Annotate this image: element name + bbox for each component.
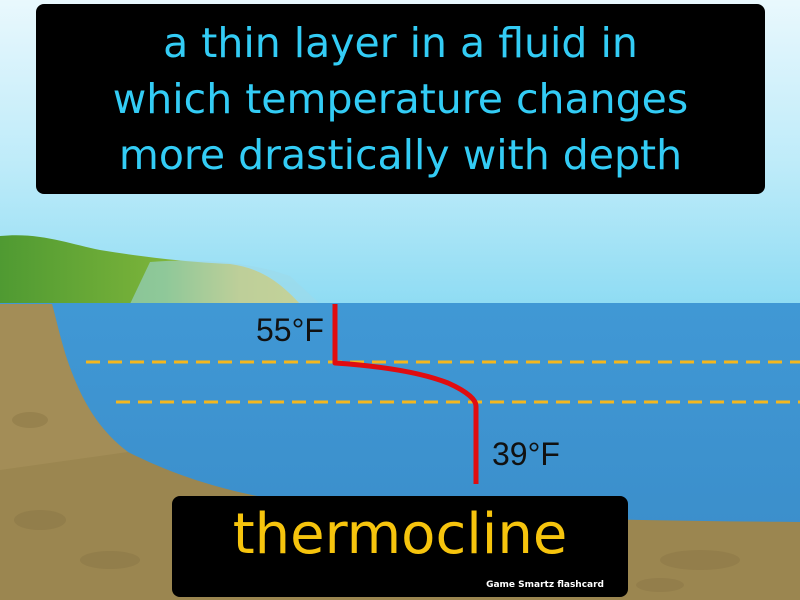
definition-line: more drastically with depth bbox=[118, 131, 683, 179]
definition-box: a thin layer in a fluid in which tempera… bbox=[36, 4, 765, 194]
term-title: thermocline bbox=[232, 502, 568, 567]
distant-shore-shadow bbox=[130, 260, 320, 304]
rock-texture bbox=[80, 551, 140, 569]
definition-line: which temperature changes bbox=[112, 75, 689, 123]
definition-line: a thin layer in a fluid in bbox=[163, 19, 638, 67]
credit-text: Game Smartz flashcard bbox=[486, 580, 604, 590]
rock-texture bbox=[636, 578, 684, 592]
rock-texture bbox=[14, 510, 66, 530]
term-box: thermocline Game Smartz flashcard bbox=[172, 496, 628, 597]
rock-texture bbox=[660, 550, 740, 570]
temperature-profile-line bbox=[332, 304, 479, 484]
surface-temperature-label: 55°F bbox=[256, 312, 324, 348]
near-shore-highlight bbox=[0, 304, 128, 470]
rock-texture bbox=[12, 412, 48, 428]
deep-temperature-label: 39°F bbox=[492, 436, 560, 472]
